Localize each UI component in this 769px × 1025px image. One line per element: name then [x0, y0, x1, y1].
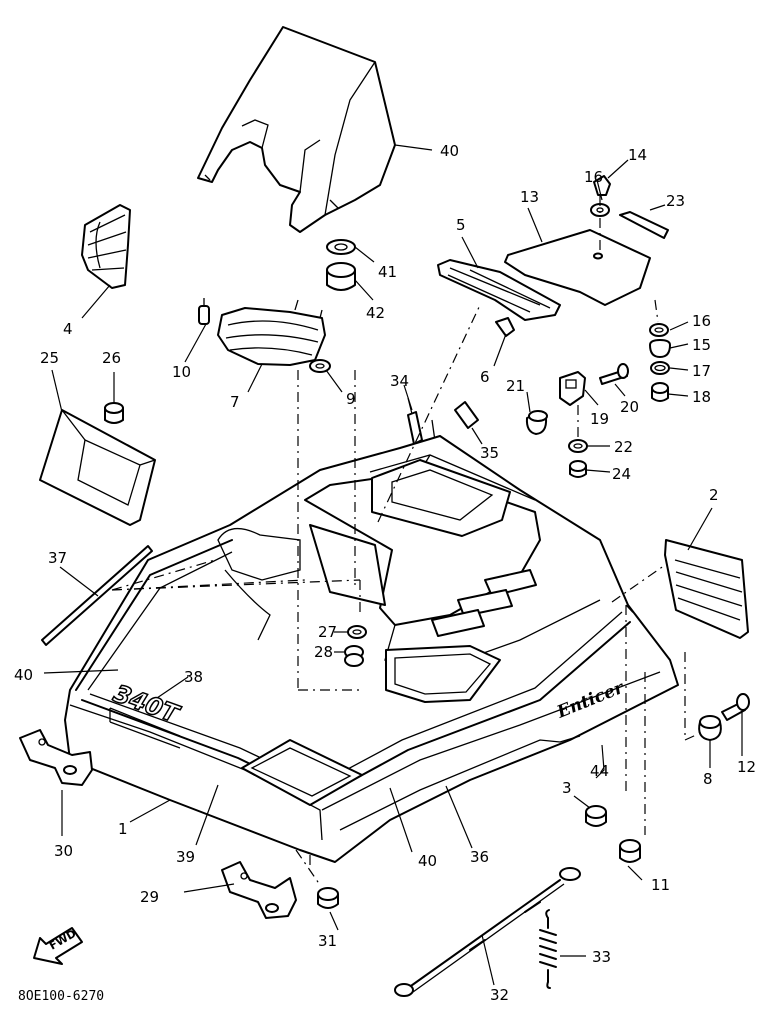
- callout-32: 32: [490, 986, 509, 1004]
- callout-39: 39: [176, 848, 195, 866]
- callout-14: 14: [628, 146, 647, 164]
- callout-33: 33: [592, 948, 611, 966]
- callout-21: 21: [506, 377, 525, 395]
- callout-8: 8: [703, 770, 713, 788]
- part-23-nut: [569, 460, 587, 478]
- part-33-spring: [539, 909, 557, 989]
- callout-28: 28: [314, 643, 333, 661]
- callout-17: 17: [692, 362, 711, 380]
- callout-42: 40: [440, 142, 459, 160]
- part-32-cable: [394, 867, 581, 997]
- callout-12: 12: [737, 758, 756, 776]
- callout-13: 13: [520, 188, 539, 206]
- part-7-center-louver: [217, 299, 326, 366]
- part-44-bushing: [326, 262, 356, 291]
- callout-24: 23: [666, 192, 685, 210]
- callout-27: 27: [318, 623, 337, 641]
- callout-43: 41: [378, 263, 397, 281]
- callout-19: 19: [590, 410, 609, 428]
- callout-34: 34: [390, 372, 409, 390]
- part-3-grommet: [585, 805, 607, 827]
- callout-25: 25: [40, 349, 59, 367]
- callout-11: 11: [651, 876, 670, 894]
- callout-40b: 40: [418, 852, 437, 870]
- callout-18: 18: [692, 388, 711, 406]
- part-26-grommet: [104, 402, 124, 424]
- callout-22: 22: [614, 438, 633, 456]
- part-8-bushing: [698, 715, 722, 741]
- part-9-nut: [309, 359, 331, 373]
- callout-2: 2: [709, 486, 719, 504]
- callout-10: 10: [172, 363, 191, 381]
- callout-26: 26: [102, 349, 121, 367]
- part-16-washer-side: [649, 323, 669, 337]
- part-20-bolt: [599, 363, 629, 385]
- callout-36: 36: [470, 848, 489, 866]
- callout-3: 3: [562, 779, 572, 797]
- part-5-pad: [437, 259, 561, 321]
- callout-30: 30: [54, 842, 73, 860]
- assembly-lines: [111, 196, 697, 886]
- part-12-bolt: [721, 693, 750, 721]
- callout-29: 29: [140, 888, 159, 906]
- part-24-strip: [619, 211, 669, 239]
- callout-35: 35: [480, 444, 499, 462]
- part-35-tag: [454, 401, 479, 429]
- callout-16: 16: [584, 168, 603, 186]
- part-2-right-louver: [664, 539, 749, 639]
- part-13-plate: [504, 229, 651, 306]
- part-31-grommet: [317, 887, 339, 909]
- part-22-washer: [568, 439, 588, 453]
- callout-40: 40: [14, 666, 33, 684]
- part-43-washer: [326, 239, 356, 255]
- part-1-hood: [64, 435, 679, 863]
- callout-16b: 16: [692, 312, 711, 330]
- part-6-bracket: [495, 317, 515, 337]
- callout-31: 31: [318, 932, 337, 950]
- part-21-cap: [525, 410, 548, 435]
- callout-7: 7: [230, 393, 240, 411]
- part-19-hinge: [559, 371, 586, 406]
- callout-15: 15: [692, 336, 711, 354]
- part-30-latch: [19, 729, 93, 786]
- callout-44: 42: [366, 304, 385, 322]
- part-29-latch: [221, 861, 297, 919]
- leader-lines: [43, 144, 743, 986]
- part-15-grommet: [649, 339, 671, 358]
- catalog-code: 8OE100-6270: [18, 989, 104, 1004]
- callout-41: 44: [590, 762, 609, 780]
- part-18-collar: [651, 382, 669, 402]
- part-27-nut: [347, 625, 367, 639]
- callout-6: 6: [480, 368, 490, 386]
- callout-37: 37: [48, 549, 67, 567]
- part-42-upper-cowl: [197, 26, 396, 233]
- part-10-clip: [198, 298, 210, 325]
- part-25-side-duct: [39, 409, 156, 526]
- part-17-ring: [650, 361, 670, 375]
- callout-9: 9: [346, 390, 356, 408]
- part-14-pin: [593, 175, 611, 196]
- callout-20: 20: [620, 398, 639, 416]
- fwd-arrow: FWD: [33, 927, 83, 965]
- callout-numbers: 40 41 42 4 10 7 9 5 13 14 16 23 16 15 17…: [14, 142, 756, 1004]
- callout-1: 1: [118, 820, 128, 838]
- callout-5: 5: [456, 216, 466, 234]
- part-28-nut: [344, 645, 364, 667]
- callout-4: 4: [63, 320, 73, 338]
- part-11-grommet: [619, 839, 641, 863]
- callout-38: 38: [184, 668, 203, 686]
- callout-23: 24: [612, 465, 631, 483]
- part-4-side-louver: [81, 204, 131, 289]
